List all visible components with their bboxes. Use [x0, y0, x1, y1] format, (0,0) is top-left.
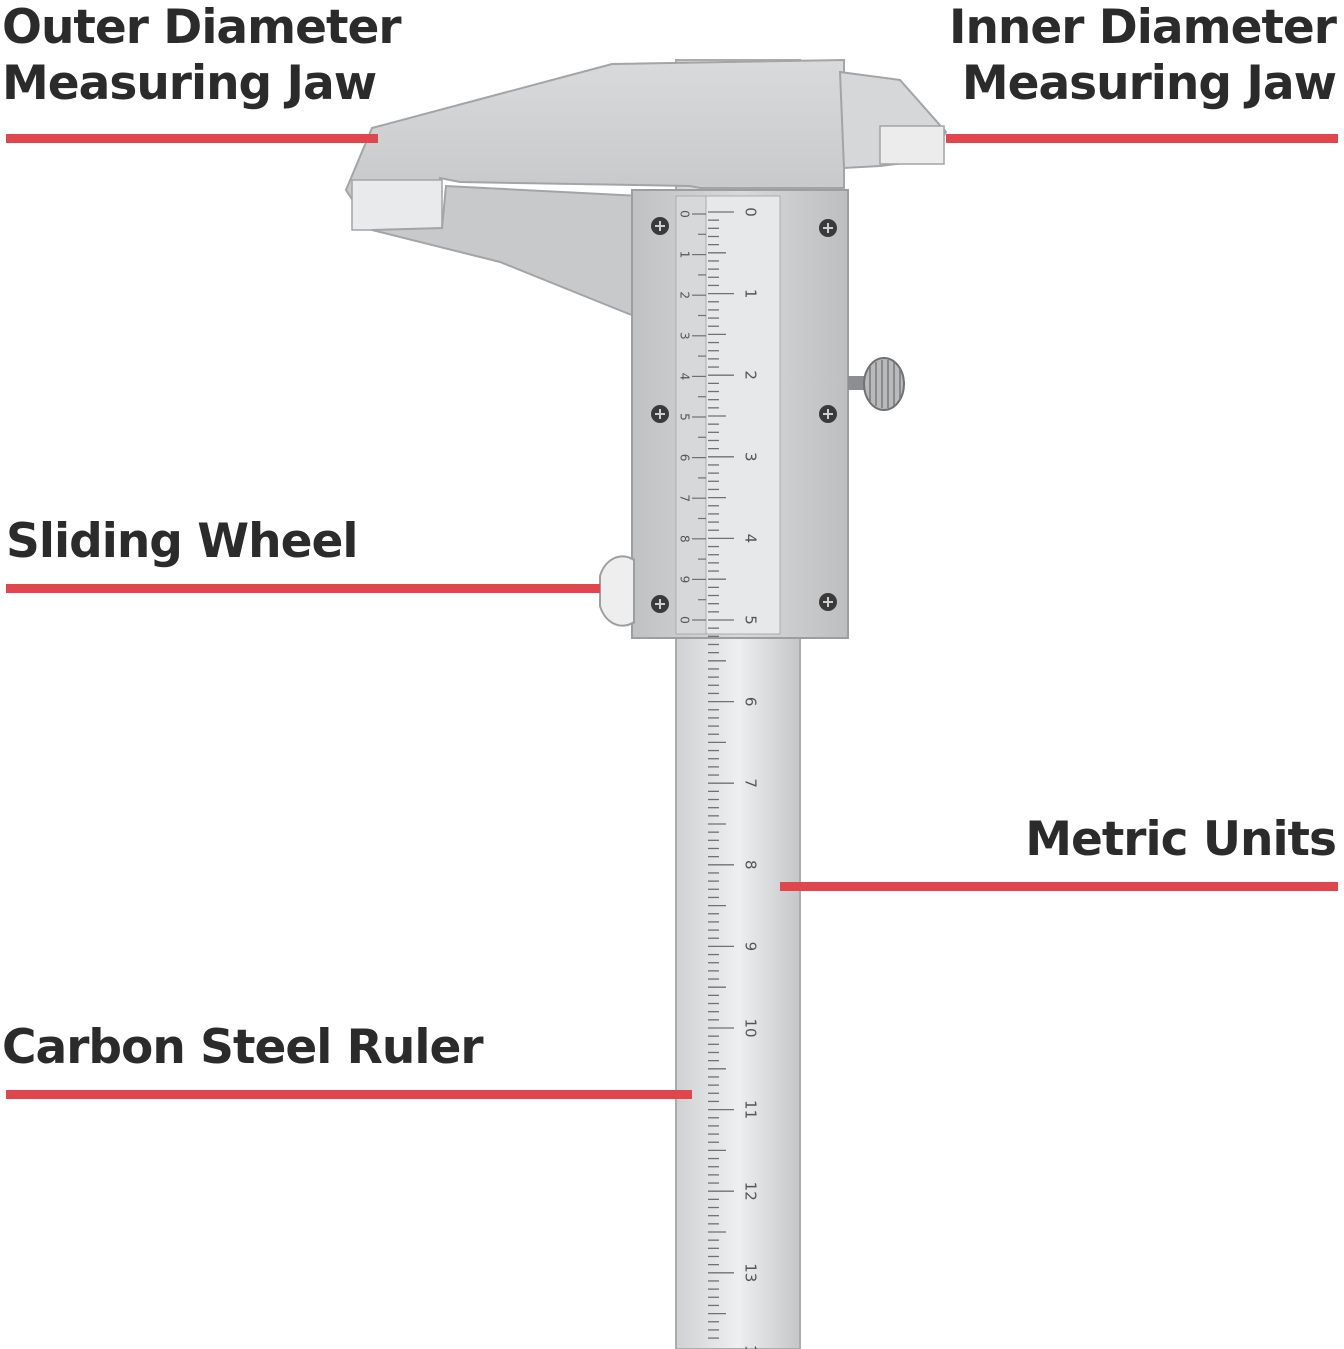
- main-scale-number: 0: [742, 207, 760, 217]
- screw-icon: [819, 219, 837, 237]
- main-scale-numbers: 01234567891011121314: [742, 207, 760, 1349]
- main-scale-number: 12: [742, 1182, 760, 1201]
- label-ruler: Carbon Steel Ruler: [2, 1020, 484, 1075]
- main-scale-ticks: [708, 211, 734, 1339]
- main-scale-number: 7: [742, 778, 760, 788]
- main-scale-number: 9: [742, 942, 760, 952]
- screw-icon: [651, 595, 669, 613]
- screw-icon: [819, 405, 837, 423]
- label-inner-jaw: Inner Diameter Measuring Jaw: [948, 0, 1337, 112]
- leader-line-outer-jaw: [6, 134, 378, 143]
- inner-jaw-tip: [879, 125, 945, 165]
- sliding-wheel-icon: [599, 555, 635, 627]
- outer-jaw-face: [351, 179, 443, 231]
- vernier-scale-number: 5: [678, 413, 692, 421]
- vernier-scale-number: 6: [678, 454, 692, 462]
- vernier-scale-number: 7: [678, 494, 692, 502]
- label-metric-units: Metric Units: [1025, 812, 1337, 867]
- label-outer-jaw: Outer Diameter Measuring Jaw: [2, 0, 402, 112]
- main-scale-number: 2: [742, 370, 760, 380]
- locking-knob-icon: [848, 357, 905, 411]
- vernier-scale-numbers: 0 1 2 3 4 5 6 7 8 9 0: [678, 210, 692, 624]
- main-scale-number: 10: [742, 1018, 760, 1037]
- vernier-scale-ticks: [692, 213, 706, 621]
- vernier-scale-number: 1: [678, 251, 692, 259]
- label-sliding-wheel: Sliding Wheel: [6, 514, 358, 569]
- leader-line-inner-jaw: [946, 134, 1338, 143]
- main-scale-number: 3: [742, 452, 760, 462]
- leader-line-sliding-wheel: [6, 584, 600, 593]
- main-scale-number: 13: [742, 1263, 760, 1282]
- leader-line-ruler: [6, 1090, 692, 1099]
- vernier-scale-number: 8: [678, 535, 692, 543]
- main-scale-number: 5: [742, 615, 760, 625]
- main-scale-number: 1: [742, 289, 760, 299]
- vernier-scale-number: 0: [678, 210, 692, 218]
- leader-line-metric-units: [780, 882, 1338, 891]
- main-scale-number: 14: [742, 1345, 760, 1349]
- screw-icon: [651, 217, 669, 235]
- vernier-scale-number: 4: [678, 373, 692, 381]
- label-outer-jaw-line1: Outer Diameter: [2, 0, 402, 55]
- label-inner-jaw-line2: Measuring Jaw: [961, 56, 1337, 111]
- main-scale-number: 6: [742, 697, 760, 707]
- label-outer-jaw-line2: Measuring Jaw: [2, 56, 377, 111]
- main-scale-number: 4: [742, 534, 760, 544]
- label-inner-jaw-line1: Inner Diameter: [948, 0, 1337, 55]
- vernier-scale-number: 0: [678, 616, 692, 624]
- vernier-plate: [675, 195, 707, 635]
- screw-icon: [651, 405, 669, 423]
- screw-icon: [819, 593, 837, 611]
- main-scale-number: 11: [742, 1100, 760, 1119]
- main-scale-number: 8: [742, 860, 760, 870]
- vernier-scale-number: 9: [678, 576, 692, 584]
- vernier-scale-number: 2: [678, 291, 692, 299]
- vernier-scale-number: 3: [678, 332, 692, 340]
